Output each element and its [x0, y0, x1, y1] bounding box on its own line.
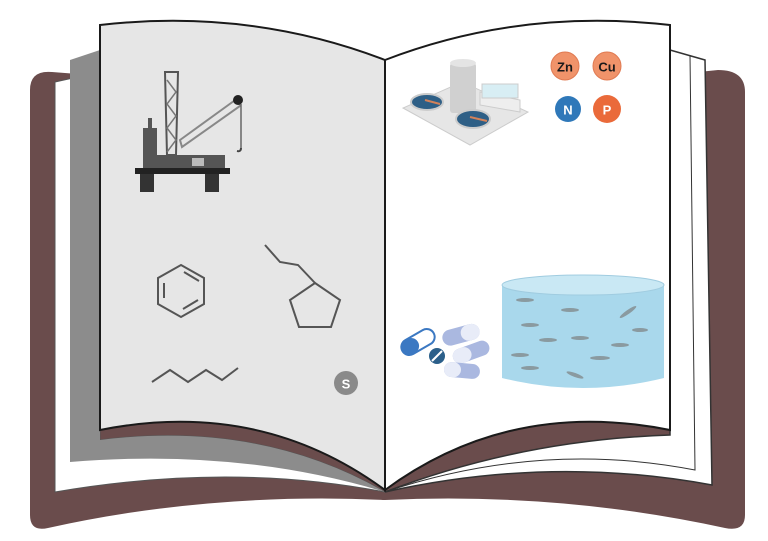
sulfur-label: S	[342, 377, 351, 392]
wastewater-plant-icon	[401, 59, 530, 146]
right-page-stack-line	[384, 54, 696, 493]
left-page-stack-gray	[70, 50, 385, 492]
nitrogen-label: N	[563, 103, 572, 118]
oil-rig-icon	[135, 71, 243, 192]
zinc-label: Zn	[557, 60, 573, 75]
fish-group	[511, 298, 648, 379]
fish-tank-icon	[501, 274, 665, 388]
sulfur-badge: S	[334, 371, 358, 395]
copper-badge: Cu	[592, 51, 622, 81]
pharmaceutical-pills-icon	[400, 323, 490, 379]
zinc-badge: Zn	[550, 51, 580, 81]
phosphorus-badge: P	[593, 95, 621, 123]
right-page	[384, 19, 671, 492]
propylcyclopentane-icon	[264, 244, 342, 328]
benzene-icon	[157, 263, 205, 319]
phosphorus-label: P	[603, 103, 612, 118]
alkane-chain-icon	[151, 367, 239, 384]
nitrogen-badge: N	[555, 96, 581, 122]
copper-label: Cu	[598, 60, 615, 75]
left-page	[99, 19, 386, 492]
